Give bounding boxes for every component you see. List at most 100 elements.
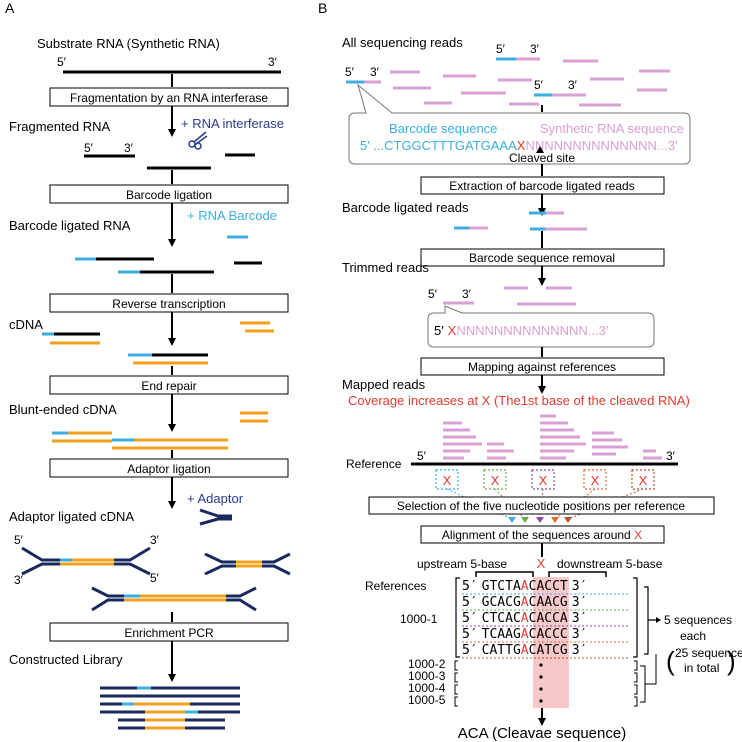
alignment-x: X [537,556,546,571]
svg-text:1000-2: 1000-2 [408,657,446,671]
all-reads-label: All sequencing reads [342,35,463,50]
three-prime-label: 3′ [14,573,24,587]
trimmed-callout [427,305,655,348]
svg-text:1000-4: 1000-4 [408,681,446,695]
sequencing-reads [346,57,670,107]
svg-text:X: X [491,473,500,488]
step-removal: Barcode sequence removal [469,251,615,265]
cdna-label: cDNA [9,317,43,332]
close-paren: ) [727,646,736,676]
coverage-note: Coverage increases at X (The1st base of … [348,393,690,408]
panel-a-label: A [5,0,15,16]
svg-text:1000-3: 1000-3 [408,669,446,683]
cleaved-site-label: Cleaved site [509,151,575,165]
cleavage-x-markers: X X X X X [443,473,648,488]
three-prime-label: 3′ [268,55,278,69]
three-prime-label: 3′ [462,287,472,301]
adaptor-label: + Adaptor [187,491,244,506]
adaptor-icon [199,508,232,526]
step-adaptor-ligation: Adaptor ligation [127,462,210,476]
five-prime-label: 5′ [534,78,544,92]
three-prime-label: 3′ [568,78,578,92]
trimmed-reads-label: Trimmed reads [342,260,429,275]
svg-text:X: X [443,473,452,488]
other-references: 1000-2 1000-3 1000-4 1000-5 [408,657,446,707]
step-box-pcr [49,622,289,642]
substrate-label: Substrate RNA (Synthetic RNA) [37,36,220,51]
three-prime-label: 3′ [666,449,676,463]
barcode-ligated-rna-label: Barcode ligated RNA [9,218,131,233]
references-label: References [365,579,426,593]
total-label: 25 sequences [675,646,742,660]
step-alignment: Alignment of the sequences around X [442,528,642,542]
open-paren: ( [666,646,675,676]
interferase-label: + RNA interferase [181,116,284,131]
adaptor-ligated-cdna-label: Adaptor ligated cDNA [9,509,134,524]
svg-text:X: X [539,473,548,488]
barcode-sequence-label: Barcode sequence [389,121,497,136]
panel-b-label: B [318,0,327,16]
ref-group-bracket-right [633,577,638,658]
synthetic-sequence-label: Synthetic RNA sequence [540,121,684,136]
rna-barcode-label: + RNA Barcode [187,208,277,223]
trimmed-sequence: 5′XNNNNNNNNNNNNNN...3′ [434,323,609,338]
five-prime-label: 5′ [14,533,24,547]
five-sequences-label: 5 sequences [664,613,732,627]
blunt-cdna-label: Blunt-ended cDNA [9,402,117,417]
three-prime-label: 3′ [530,42,540,56]
three-prime-label: 3′ [370,65,380,79]
step-selection: Selection of the five nucleotide positio… [397,499,686,513]
upstream-label: upstream 5-base [417,557,507,571]
selection-arrowheads [508,517,572,523]
downstream-label: downstream 5-base [557,557,663,571]
mapped-reads-label: Mapped reads [342,377,426,392]
step-box-barcode [49,184,289,204]
library-strands [100,686,240,730]
barcode-ligated-reads-label: Barcode ligated reads [342,200,469,215]
five-prime-label: 5′ [428,287,438,301]
step-box-adaptor [49,458,289,478]
in-total-label: in total [684,661,719,675]
step-end-repair: End repair [141,379,196,393]
read-callout [348,83,691,165]
step-extraction: Extraction of barcode ligated reads [449,179,634,193]
five-prime-label: 5′ [84,141,94,155]
other-reference-brackets [454,654,657,707]
upstream-bracket [475,571,534,577]
adaptor-ligated-molecule [91,586,257,612]
each-label: each [680,629,706,643]
adaptor-ligated-molecule [204,552,291,576]
cleaved-site-marker [536,146,544,153]
fragmented-rna-label: Fragmented RNA [9,119,110,134]
three-prime-label: 3′ [124,141,134,155]
panel-b: B All sequencing reads 5′ 3′ 5′ 3′ 5′ 3′ [318,0,742,742]
step-box-selection [368,496,715,515]
adaptor-ligated-molecule [21,546,151,576]
five-prime-label: 5′ [345,65,355,79]
step-box-fragmentation [49,87,289,107]
ref-group-label: 1000-1 [400,612,438,626]
step-mapping: Mapping against references [468,360,616,374]
step-reverse-transcription: Reverse transcription [112,297,225,311]
pointer-arrow [656,617,661,623]
result-label: ACA (Cleavae sequence) [458,725,626,742]
svg-text:1000-5: 1000-5 [408,693,446,707]
svg-text:X: X [639,473,648,488]
ref-group-bracket [455,577,460,658]
read-sequence: 5′ ...CTGGCTTTGATGAAAXNNNNNNNNNNNNNN...3… [360,138,678,153]
step-barcode-ligation: Barcode ligation [126,188,212,202]
downstream-bracket [548,571,607,577]
coverage-stacks [443,414,662,460]
five-prime-label: 5′ [57,55,67,69]
